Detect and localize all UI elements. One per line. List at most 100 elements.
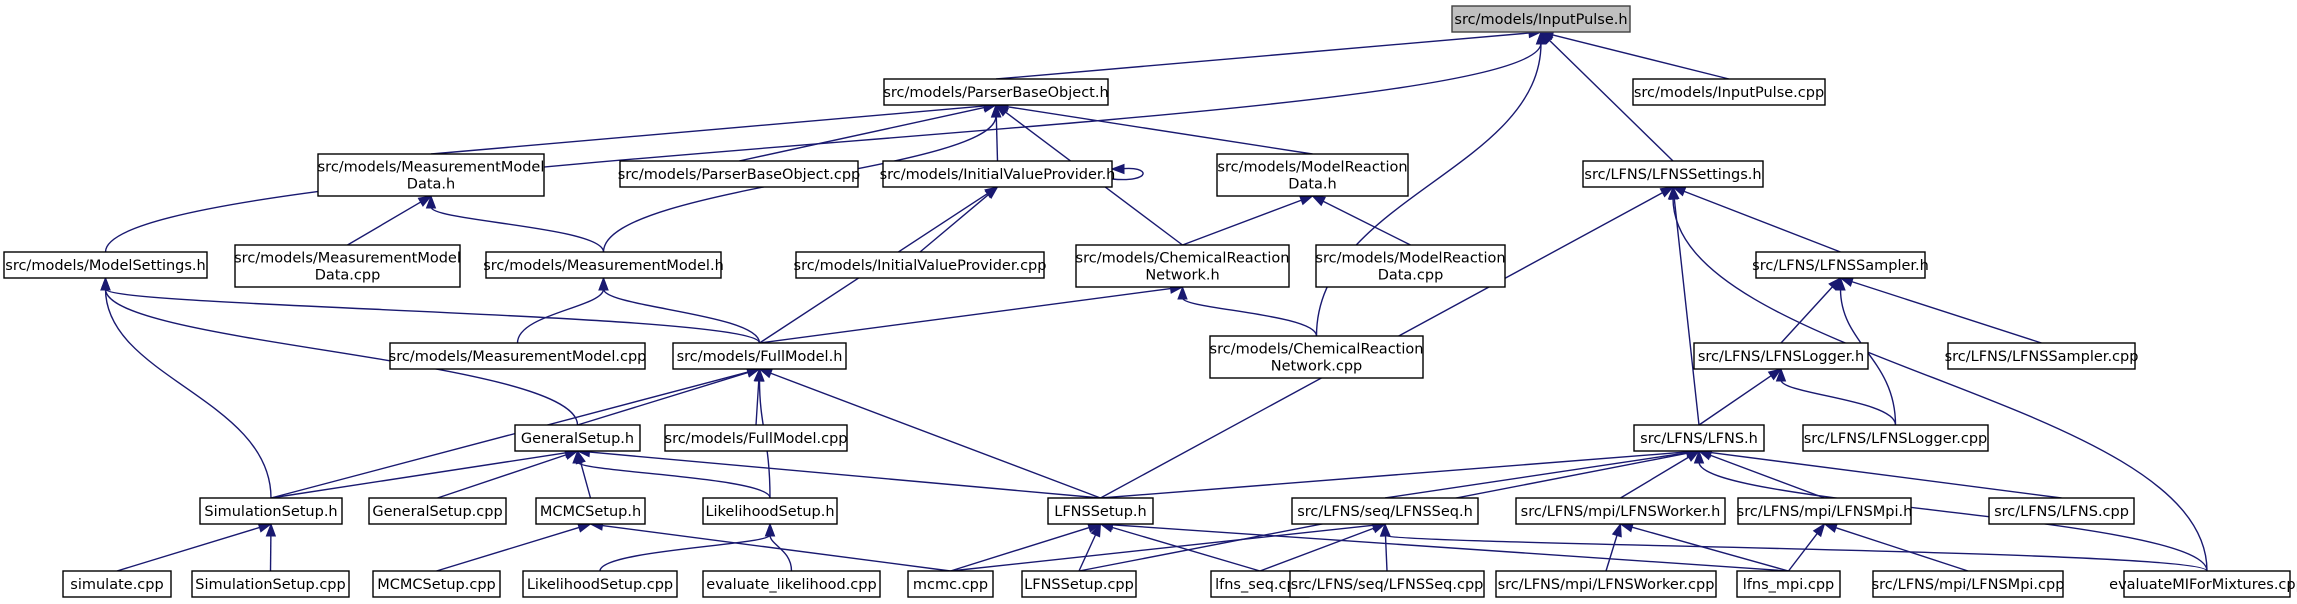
arrowhead-icon <box>1693 449 1705 464</box>
node-simsetup_cpp[interactable]: SimulationSetup.cpp <box>191 570 350 598</box>
dependency-edge-lfnssetup_h-to-generalsetup_h <box>576 446 1101 499</box>
node-lfnsworker_cpp[interactable]: src/LFNS/mpi/LFNSWorker.cpp <box>1495 570 1717 598</box>
arrowhead-icon <box>1667 185 1679 200</box>
node-lfnsseq_cpp[interactable]: src/LFNS/seq/LFNSSeq.cpp <box>1289 570 1485 598</box>
node-label: src/models/ChemicalReaction <box>1076 251 1290 267</box>
node-label: src/LFNS/mpi/LFNSWorker.h <box>1521 504 1721 520</box>
node-inputpulse_cpp[interactable]: src/models/InputPulse.cpp <box>1632 78 1826 106</box>
edge-line <box>1682 190 1841 253</box>
arrowhead-icon <box>1823 522 1839 533</box>
node-label: src/models/MeasurementModel <box>234 251 461 267</box>
dependency-edge-lfnssampler_cpp-to-lfnssampler_h <box>1839 276 2042 344</box>
dependency-edge-generalsetup_cpp-to-generalsetup_h <box>437 450 579 499</box>
node-initval_h[interactable]: src/models/InitialValueProvider.h <box>880 160 1116 188</box>
edge-line <box>579 461 592 499</box>
edge-line <box>1181 297 1318 337</box>
node-lfnsmpi_h[interactable]: src/LFNS/mpi/LFNSMpi.h <box>1737 497 1913 525</box>
node-label: Data.cpp <box>315 268 381 284</box>
node-box <box>1291 497 1479 525</box>
node-box <box>1736 570 1841 598</box>
node-label: Data.h <box>1288 177 1336 193</box>
arrowhead-icon <box>1659 186 1675 198</box>
node-lfnslogger_h[interactable]: src/LFNS/LFNSLogger.h <box>1693 342 1869 370</box>
node-lfnslogger_cpp[interactable]: src/LFNS/LFNSLogger.cpp <box>1802 424 1989 452</box>
arrowhead-icon <box>1535 30 1547 45</box>
edge-line <box>919 193 990 253</box>
node-lfnssampler_h[interactable]: src/LFNS/LFNSSampler.h <box>1752 251 1929 279</box>
node-box <box>1633 424 1765 452</box>
node-lfnsmpi_cpp[interactable]: src/LFNS/mpi/LFNSMpi.cpp <box>1872 570 2065 598</box>
node-likesetup_cpp[interactable]: LikelihoodSetup.cpp <box>522 570 678 598</box>
node-measmodel_cpp[interactable]: src/models/MeasurementModel.cpp <box>389 342 647 370</box>
node-evalmi_cpp[interactable]: evaluateMIForMixtures.cpp <box>2109 570 2297 598</box>
edge-line <box>1006 105 1313 155</box>
edge-line <box>104 288 272 499</box>
node-label: Network.cpp <box>1271 359 1363 375</box>
node-inputpulse_h[interactable]: src/models/InputPulse.h <box>1451 5 1631 33</box>
node-likesetup_h[interactable]: LikelihoodSetup.h <box>702 497 838 525</box>
node-box <box>1755 251 1926 279</box>
node-lfns_cpp[interactable]: src/LFNS/LFNS.cpp <box>1988 497 2135 525</box>
edge-line <box>1111 167 1144 181</box>
node-mcmc_cpp[interactable]: mcmc.cpp <box>907 570 994 598</box>
node-measmodel_h[interactable]: src/models/MeasurementModel.h <box>483 251 724 279</box>
edge-line <box>738 106 986 162</box>
node-box <box>1737 497 1912 525</box>
node-box <box>664 424 848 452</box>
edge-line <box>1787 532 1819 572</box>
arrowhead-icon <box>764 522 776 537</box>
edge-line <box>1672 197 2208 572</box>
edge-line <box>1384 534 1388 572</box>
node-lfnssampler_cpp[interactable]: src/LFNS/LFNSSampler.cpp <box>1945 342 2139 370</box>
edge-line <box>576 461 771 499</box>
node-lfnsseq_h[interactable]: src/LFNS/seq/LFNSSeq.h <box>1291 497 1479 525</box>
node-lfnssettings_h[interactable]: src/LFNS/LFNSSettings.h <box>1582 160 1764 188</box>
node-box <box>1289 570 1485 598</box>
node-lfnsmpi_main_cpp[interactable]: lfns_mpi.cpp <box>1736 570 1841 598</box>
node-lfnsworker_h[interactable]: src/LFNS/mpi/LFNSWorker.h <box>1515 497 1726 525</box>
dependency-edge-measmodel_cpp-to-measmodel_h <box>516 276 609 344</box>
node-mcmcsetup_cpp[interactable]: MCMCSetup.cpp <box>372 570 501 598</box>
node-generalsetup_h[interactable]: GeneralSetup.h <box>514 424 641 452</box>
edge-line <box>430 206 605 253</box>
node-parserbase_cpp[interactable]: src/models/ParserBaseObject.cpp <box>618 160 861 188</box>
node-label: src/LFNS/LFNS.h <box>1640 431 1758 447</box>
node-label: GeneralSetup.cpp <box>372 504 502 520</box>
dependency-edge-lfns_cpp-to-lfns_h <box>1697 447 2062 499</box>
node-modelsettings_h[interactable]: src/models/ModelSettings.h <box>3 251 208 279</box>
node-simulate_cpp[interactable]: simulate.cpp <box>62 570 172 598</box>
node-evallike_cpp[interactable]: evaluate_likelihood.cpp <box>702 570 881 598</box>
arrowhead-icon <box>1775 367 1787 382</box>
node-label: src/models/ModelSettings.h <box>5 258 205 274</box>
dependency-edge-parserbase_h-to-inputpulse_h <box>995 27 1543 80</box>
node-lfns_h[interactable]: src/LFNS/LFNS.h <box>1633 424 1765 452</box>
node-parserbase_h[interactable]: src/models/ParserBaseObject.h <box>883 78 1109 106</box>
dependency-edge-initval_cpp-to-initval_h <box>919 186 999 253</box>
node-box <box>372 570 501 598</box>
dependency-edge-simsetup_cpp-to-simsetup_h <box>265 522 277 572</box>
node-lfnssetup_h[interactable]: LFNSSetup.h <box>1047 497 1154 525</box>
arrowhead-icon <box>1090 522 1102 538</box>
node-initval_cpp[interactable]: src/models/InitialValueProvider.cpp <box>794 251 1047 279</box>
node-fullmodel_h[interactable]: src/models/FullModel.h <box>672 342 847 370</box>
node-mcmcsetup_h[interactable]: MCMCSetup.h <box>535 497 646 525</box>
node-generalsetup_cpp[interactable]: GeneralSetup.cpp <box>368 497 507 525</box>
edge-line <box>1548 39 1674 162</box>
edge-line <box>1620 456 1690 499</box>
node-box <box>389 342 646 370</box>
node-simsetup_h[interactable]: SimulationSetup.h <box>199 497 343 525</box>
dependency-edge-likesetup_cpp-to-likesetup_h <box>599 522 776 572</box>
edge-line <box>104 288 579 426</box>
dependency-edge-fullmodel_h-to-chemnet_h <box>759 283 1184 344</box>
edge-line <box>104 288 761 344</box>
node-label: src/LFNS/LFNS.cpp <box>1994 504 2129 520</box>
arrowhead-icon <box>572 449 583 464</box>
node-fullmodel_cpp[interactable]: src/models/FullModel.cpp <box>664 424 848 452</box>
node-lfnssetup_cpp[interactable]: LFNSSetup.cpp <box>1021 570 1137 598</box>
